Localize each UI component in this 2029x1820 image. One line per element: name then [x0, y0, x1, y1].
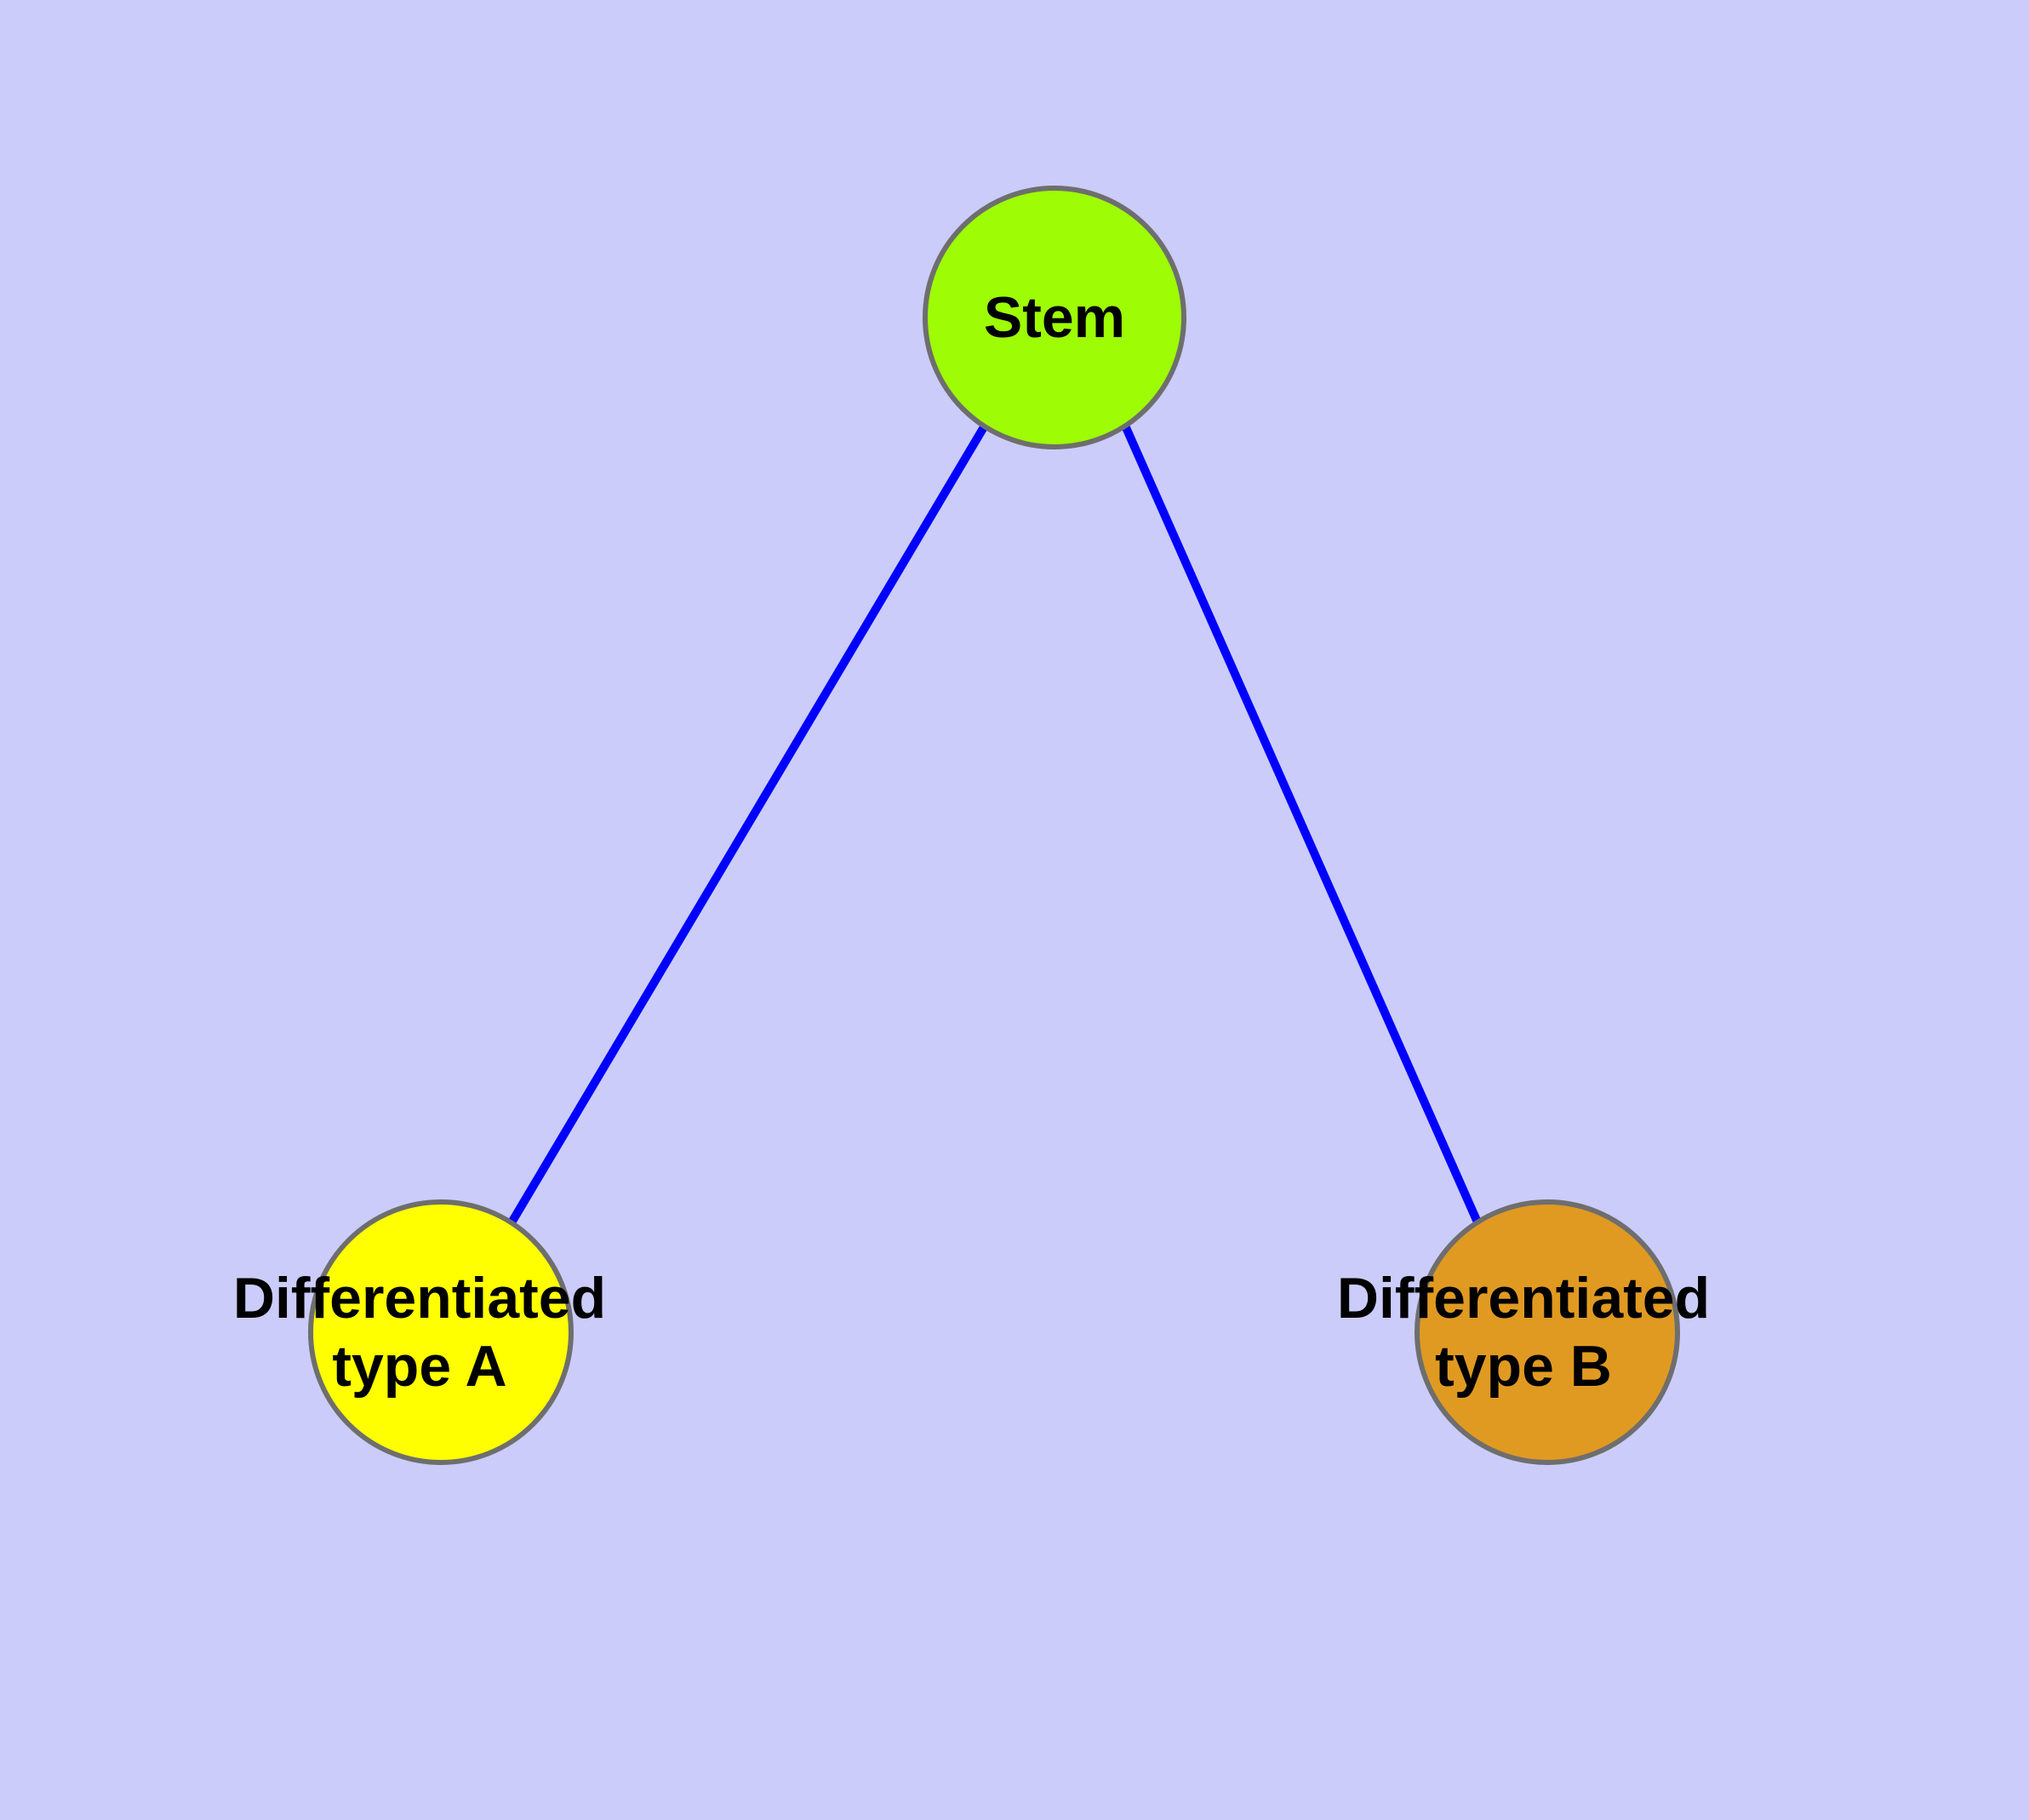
node-stem-circle[interactable] [923, 186, 1186, 449]
node-stem[interactable] [923, 186, 1186, 449]
edge-layer [506, 423, 1483, 1227]
node-differentiated-type-a-circle[interactable] [308, 1199, 574, 1465]
node-differentiated-type-b-circle[interactable] [1415, 1199, 1680, 1465]
node-differentiated-type-a[interactable] [308, 1199, 574, 1465]
node-differentiated-type-b[interactable] [1415, 1199, 1680, 1465]
node-stem-label: Stem [984, 285, 1125, 350]
node-layer [308, 186, 1680, 1465]
edge-stem-to-diff-a[interactable] [506, 423, 989, 1227]
edge-stem-to-diff-b[interactable] [1121, 423, 1483, 1227]
